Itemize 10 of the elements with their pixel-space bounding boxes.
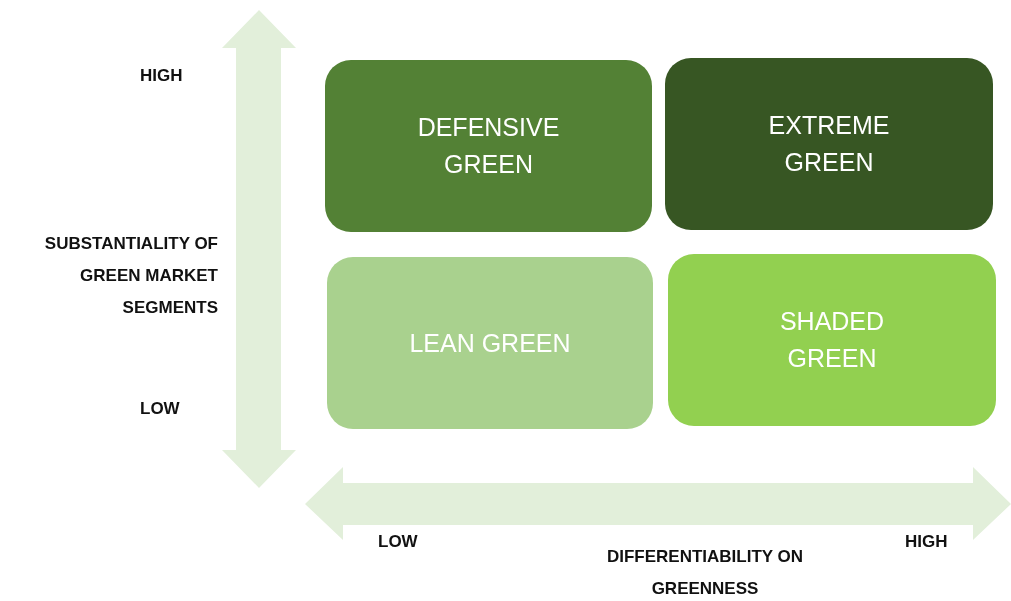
quadrant-box: EXTREME GREEN bbox=[665, 58, 993, 230]
quadrant-box: LEAN GREEN bbox=[327, 257, 653, 429]
quadrant-box: SHADED GREEN bbox=[668, 254, 996, 426]
axis-title: SUBSTANTIALITY OF GREEN MARKET SEGMENTS bbox=[43, 233, 218, 319]
axis-tick-label: HIGH bbox=[905, 531, 949, 553]
quadrant-box: DEFENSIVE GREEN bbox=[325, 60, 652, 232]
axis-tick-label: HIGH bbox=[140, 65, 184, 87]
axis-title: DIFFERENTIABILITY ON GREENNESS bbox=[605, 546, 805, 600]
axis-tick-label: LOW bbox=[140, 398, 181, 420]
axis-tick-label: LOW bbox=[378, 531, 419, 553]
